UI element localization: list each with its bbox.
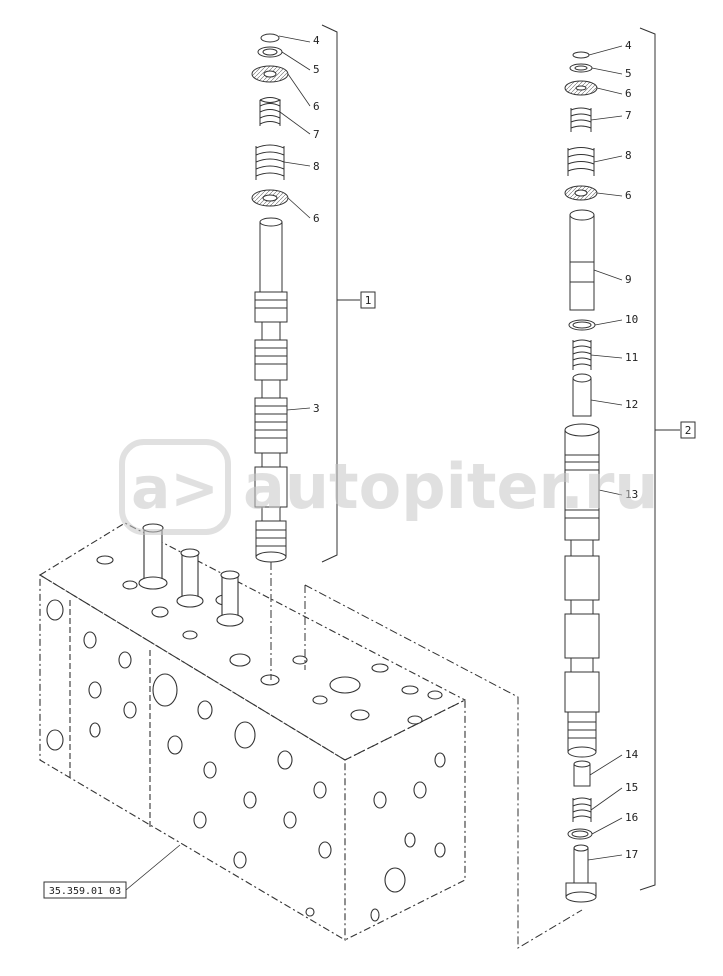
watermark-text: autopiter.ru (243, 450, 659, 523)
left-callouts: 4 5 6 7 8 6 3 (313, 34, 320, 415)
installed-spool-ends (138, 523, 244, 627)
right-group-bracket (639, 27, 680, 891)
callout-left-6: 3 (313, 402, 320, 415)
callout-right-0: 4 (625, 39, 632, 52)
watermark-logo-glyph: a> (131, 454, 219, 522)
group-label-box-left (360, 291, 376, 309)
group-label-box-right (680, 421, 696, 439)
callout-right-5: 6 (625, 189, 632, 202)
callout-right-9: 12 (625, 398, 638, 411)
right-leader-lines (587, 45, 623, 861)
right-spool-assembly (564, 51, 600, 903)
left-group-bracket (321, 24, 360, 563)
right-callouts: 4 5 6 7 8 6 9 10 11 12 13 14 15 16 17 (625, 39, 639, 861)
watermark-logo-box (119, 439, 231, 535)
left-leader-lines (278, 35, 311, 411)
left-spool-assembly (251, 33, 289, 680)
callout-right-1: 5 (625, 67, 632, 80)
callout-left-3: 7 (313, 128, 320, 141)
callout-left-5: 6 (313, 212, 320, 225)
callout-left-0: 4 (313, 34, 320, 47)
callout-left-1: 5 (313, 63, 320, 76)
callout-right-11: 14 (625, 748, 639, 761)
callout-right-6: 9 (625, 273, 632, 286)
group-label-left: 1 (365, 294, 372, 307)
valve-block-body (38, 522, 467, 941)
callout-right-7: 10 (625, 313, 638, 326)
callout-right-8: 11 (625, 351, 638, 364)
callout-left-2: 6 (313, 100, 320, 113)
watermark: a> autopiter.ru (119, 439, 659, 535)
callout-right-4: 8 (625, 149, 632, 162)
callout-right-2: 6 (625, 87, 632, 100)
reference-leader-line (125, 844, 181, 891)
reference-code-box (43, 881, 127, 899)
callout-right-3: 7 (625, 109, 632, 122)
callout-right-10: 13 (625, 488, 638, 501)
callout-right-13: 16 (625, 811, 638, 824)
callout-right-12: 15 (625, 781, 638, 794)
group-label-right: 2 (685, 424, 692, 437)
assembly-routing-line (304, 584, 583, 949)
reference-code: 35.359.01 03 (49, 886, 121, 897)
callout-left-4: 8 (313, 160, 320, 173)
callout-right-14: 17 (625, 848, 638, 861)
